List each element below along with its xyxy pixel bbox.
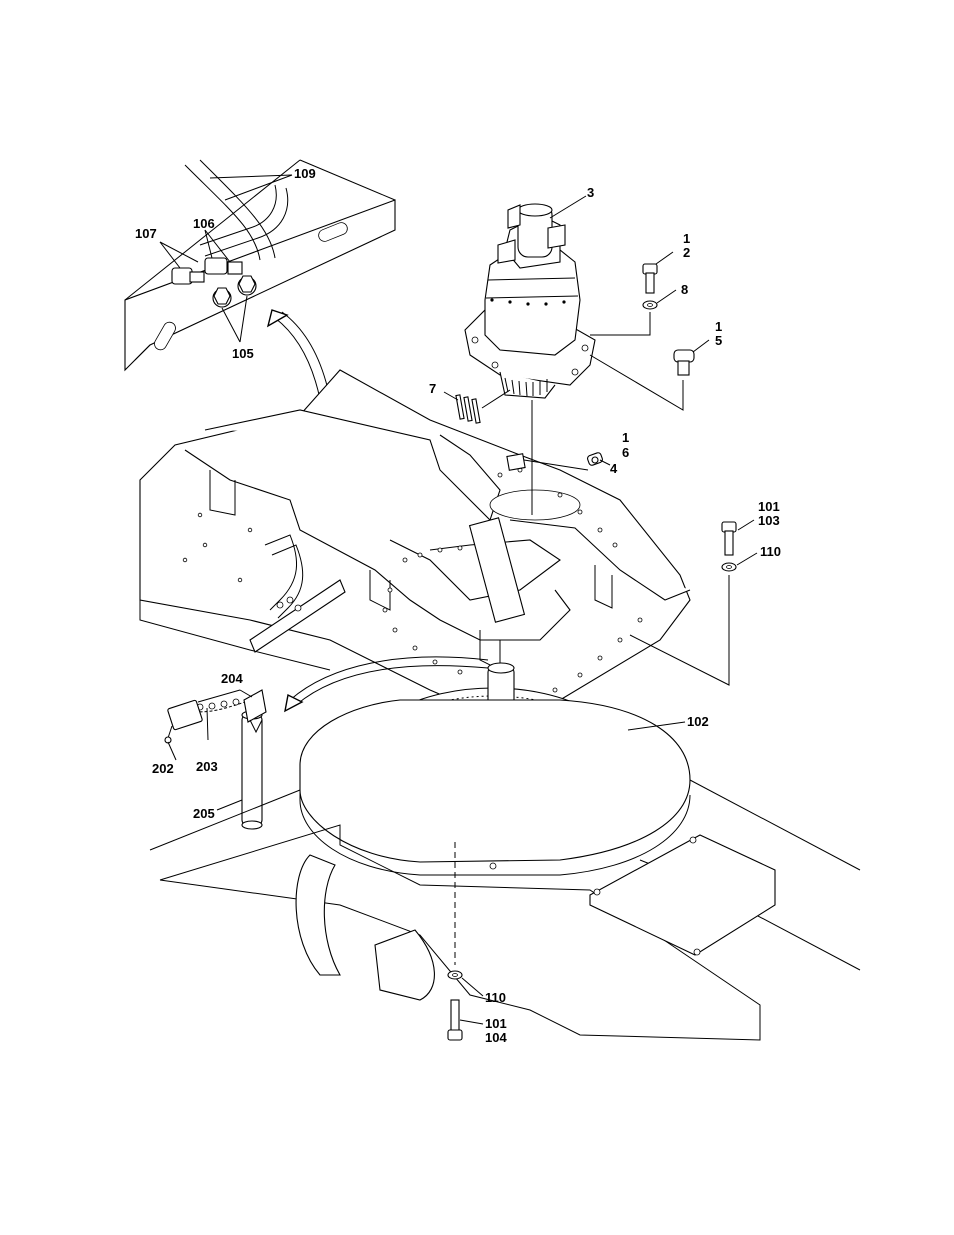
callout-105: 105 bbox=[232, 346, 254, 361]
callout-204: 204 bbox=[221, 671, 243, 686]
callout-109: 109 bbox=[294, 166, 316, 181]
callout-6: 6 bbox=[622, 445, 629, 460]
callout-203: 203 bbox=[196, 759, 218, 774]
hydraulic-tube-bracket bbox=[125, 160, 395, 370]
clip-pin-202 bbox=[165, 700, 203, 743]
callout-5: 5 bbox=[715, 333, 722, 348]
bolt-103 bbox=[722, 522, 736, 555]
callout-101-b: 101 bbox=[485, 1016, 507, 1031]
washer-8 bbox=[643, 301, 657, 309]
callout-7: 7 bbox=[429, 381, 436, 396]
callout-8: 8 bbox=[681, 282, 688, 297]
callout-1-a: 1 bbox=[683, 231, 690, 246]
callout-1-b: 1 bbox=[715, 319, 722, 334]
callout-3: 3 bbox=[587, 185, 594, 200]
callout-101-a: 101 bbox=[758, 499, 780, 514]
upper-frame bbox=[140, 370, 690, 720]
washer-110-upper bbox=[722, 563, 736, 571]
callout-107: 107 bbox=[135, 226, 157, 241]
fitting-4 bbox=[587, 452, 604, 466]
swing-drive-motor bbox=[465, 204, 595, 398]
callout-110-b: 110 bbox=[485, 990, 506, 1005]
bolt-104 bbox=[448, 1000, 462, 1040]
washer-110-lower bbox=[448, 971, 462, 979]
bolt-5 bbox=[674, 350, 694, 375]
callout-102: 102 bbox=[687, 714, 709, 729]
callout-205: 205 bbox=[193, 806, 215, 821]
bolt-2 bbox=[643, 264, 657, 293]
callout-202: 202 bbox=[152, 761, 174, 776]
fitting-107 bbox=[172, 268, 204, 284]
callout-104: 104 bbox=[485, 1030, 507, 1045]
shims-7 bbox=[456, 395, 480, 423]
callout-110-a: 110 bbox=[760, 544, 781, 559]
callout-103: 103 bbox=[758, 513, 780, 528]
callout-1-c: 1 bbox=[622, 430, 629, 445]
callout-106: 106 bbox=[193, 216, 215, 231]
callout-4: 4 bbox=[610, 461, 618, 476]
callout-2: 2 bbox=[683, 245, 690, 260]
